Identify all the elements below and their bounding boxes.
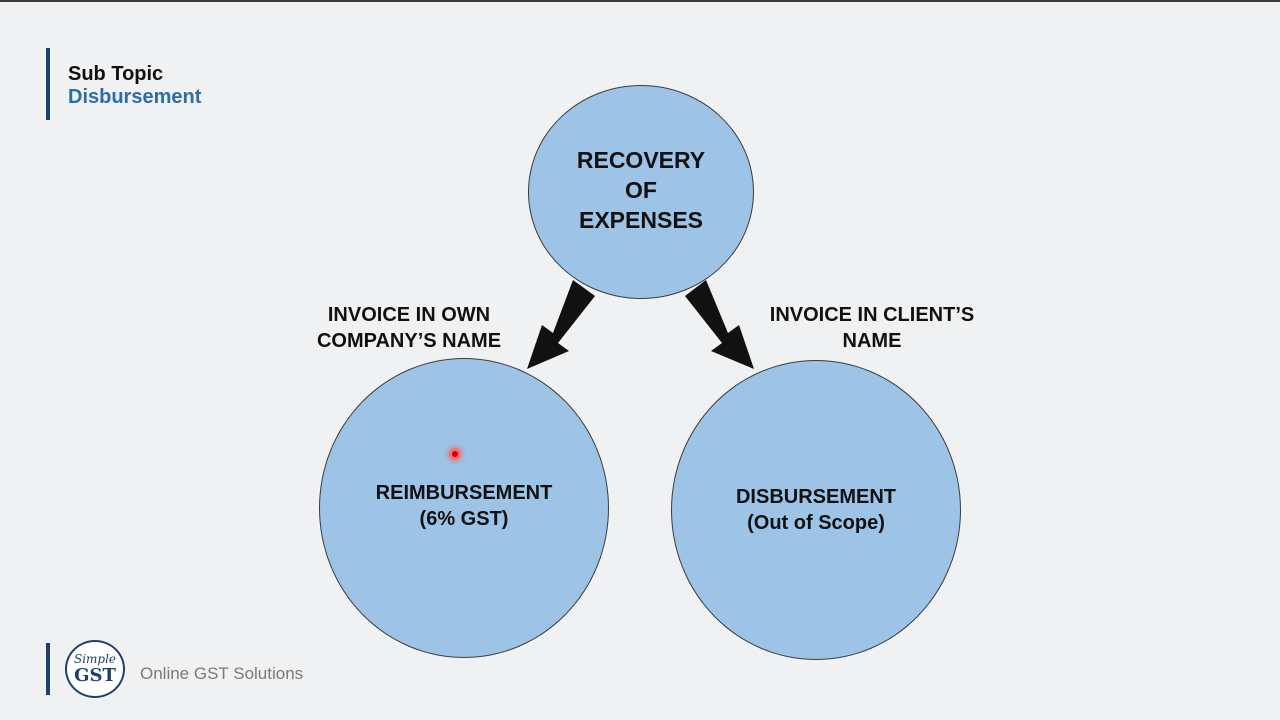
disbursement-node: DISBURSEMENT (Out of Scope)	[671, 360, 961, 660]
root-node-line1: RECOVERY	[576, 147, 706, 173]
root-node-line2: OF	[625, 177, 657, 203]
disbursement-node-line1: DISBURSEMENT	[735, 486, 896, 508]
right-branch-label-line1: INVOICE IN CLIENT’S	[769, 304, 975, 326]
root-node-line3: EXPENSES	[579, 207, 703, 233]
root-node-recovery-of-expenses: RECOVERY OF EXPENSES	[528, 85, 754, 299]
reimbursement-node-line1: REIMBURSEMENT	[375, 482, 553, 504]
left-arrow	[527, 280, 595, 369]
reimbursement-node-line2: (6% GST)	[419, 508, 509, 530]
right-branch-label-line2: NAME	[842, 330, 902, 352]
laser-pointer-icon	[449, 448, 461, 460]
reimbursement-node: REIMBURSEMENT (6% GST)	[319, 358, 609, 658]
top-border	[0, 0, 1280, 2]
right-branch-label: INVOICE IN CLIENT’S NAME	[758, 302, 986, 354]
logo-text-top: Simple	[73, 651, 117, 666]
simple-gst-logo: Simple GST	[65, 640, 125, 698]
left-branch-label-line2: COMPANY’S NAME	[316, 330, 502, 352]
topic-title: Disbursement	[68, 86, 202, 108]
logo-text-bottom: GST	[74, 664, 116, 686]
left-branch-label-line1: INVOICE IN OWN	[327, 304, 491, 326]
disbursement-node-line2: (Out of Scope)	[747, 512, 885, 534]
sub-topic-label: Sub Topic	[68, 63, 164, 85]
footer-tagline: Online GST Solutions	[140, 664, 304, 683]
right-arrow	[685, 280, 754, 369]
header-accent-bar	[46, 48, 50, 120]
left-branch-label: INVOICE IN OWN COMPANY’S NAME	[300, 302, 518, 354]
footer-accent-bar	[46, 643, 50, 695]
